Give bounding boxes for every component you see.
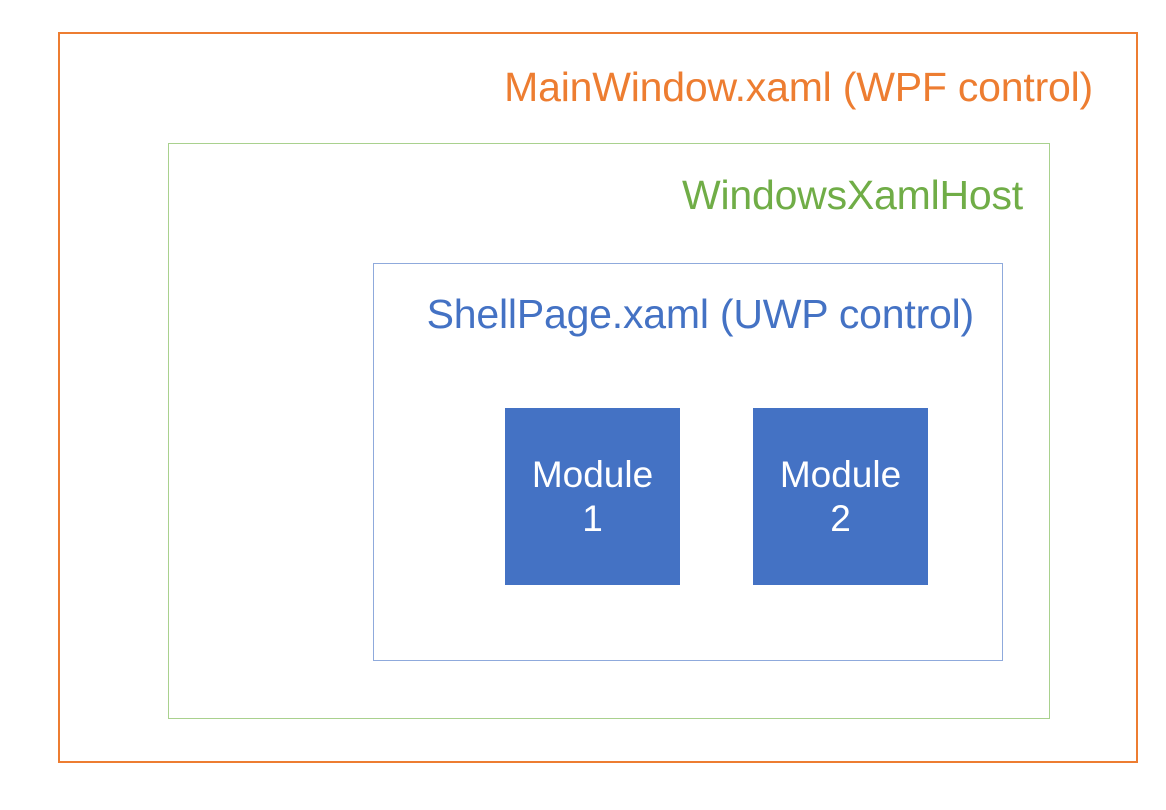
layer-windowsxamlhost: WindowsXamlHost ShellPage.xaml (UWP cont… (168, 143, 1050, 719)
module-2-number: 2 (830, 497, 851, 539)
layer-shellpage-xaml: ShellPage.xaml (UWP control) Module 1 Mo… (373, 263, 1003, 661)
module-1-number: 1 (582, 497, 603, 539)
layer-windowsxamlhost-label: WindowsXamlHost (681, 172, 1023, 218)
module-2-title: Module (779, 453, 902, 495)
modules-row: Module 1 Module 2 (505, 408, 929, 585)
module-box-1: Module 1 (505, 408, 680, 585)
layer-mainwindow-xaml: MainWindow.xaml (WPF control) WindowsXam… (58, 32, 1138, 763)
module-1-title: Module (531, 453, 654, 495)
module-box-2: Module 2 (753, 408, 928, 585)
layer-mainwindow-label: MainWindow.xaml (WPF control) (504, 64, 1093, 110)
layer-shellpage-label: ShellPage.xaml (UWP control) (426, 291, 975, 337)
